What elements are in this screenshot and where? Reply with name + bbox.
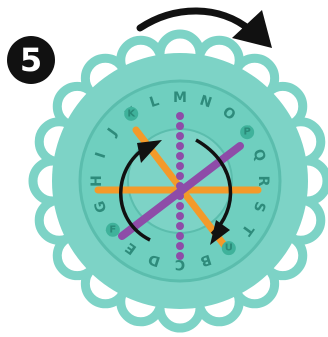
purple-dot: [176, 132, 184, 140]
purple-dot: [176, 172, 184, 180]
purple-dot: [176, 212, 184, 220]
purple-dot: [176, 122, 184, 130]
purple-dot: [176, 202, 184, 210]
braiding-wheel: [33, 34, 327, 328]
wheel-letter: M: [173, 90, 187, 106]
purple-dot: [176, 162, 184, 170]
highlight-letter: K: [127, 108, 136, 119]
purple-dot: [176, 232, 184, 240]
purple-dot: [176, 152, 184, 160]
purple-dot: [176, 112, 184, 120]
highlight-letter: P: [243, 127, 250, 138]
wheel-letter: H: [89, 175, 105, 187]
purple-dot: [176, 142, 184, 150]
purple-dot: [176, 192, 184, 200]
step-number-badge: 5: [7, 36, 55, 84]
highlight-letter: U: [225, 243, 233, 254]
purple-dot: [176, 222, 184, 230]
purple-dot: [176, 182, 184, 190]
purple-dot: [176, 242, 184, 250]
highlight-letter: F: [109, 224, 116, 235]
wheel-letter: R: [255, 176, 271, 187]
wheel-letter: C: [175, 256, 185, 272]
